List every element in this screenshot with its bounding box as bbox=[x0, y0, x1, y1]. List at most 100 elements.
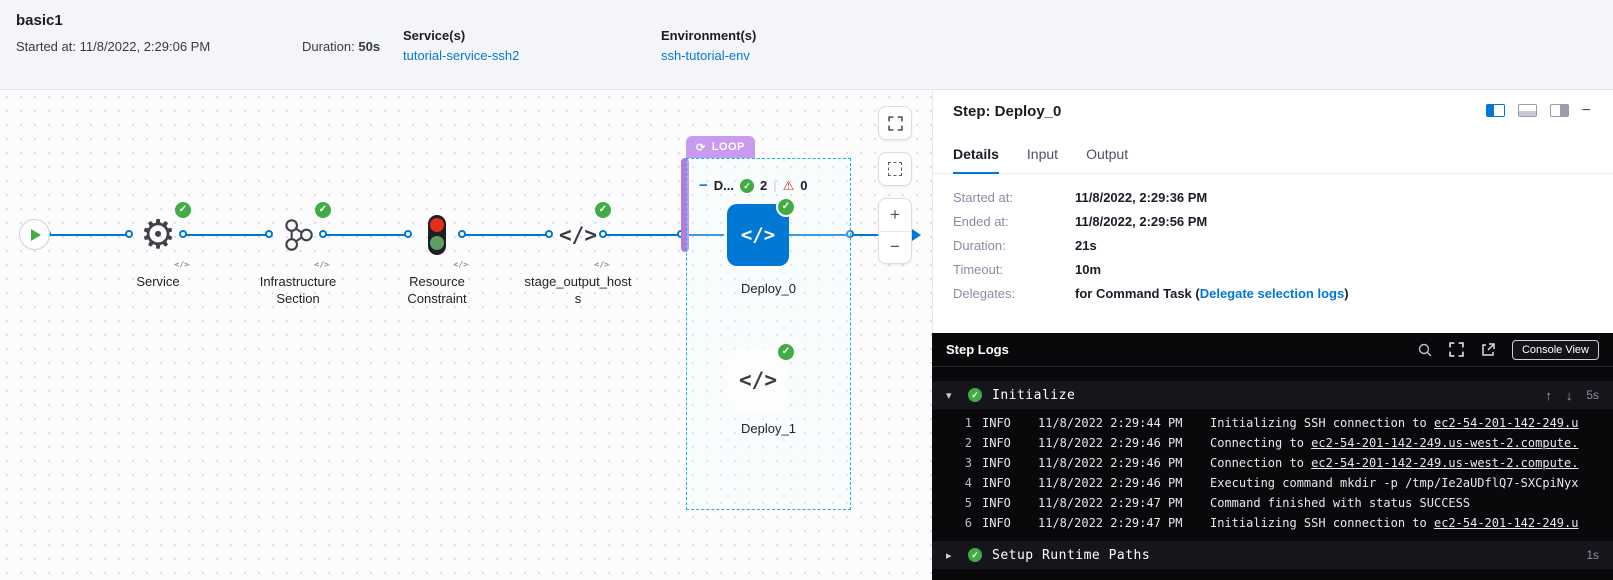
traffic-light-icon bbox=[428, 215, 446, 255]
service-link[interactable]: tutorial-service-ssh2 bbox=[403, 48, 520, 63]
scroll-down-icon[interactable]: ↓ bbox=[1565, 387, 1573, 403]
detail-label: Timeout: bbox=[953, 262, 1004, 277]
step-logs-console: Step Logs Console View ▾ ✓ bbox=[932, 333, 1613, 580]
log-host-link[interactable]: ec2-54-201-142-249.u bbox=[1433, 516, 1579, 530]
tab-output[interactable]: Output bbox=[1086, 145, 1129, 162]
step-type-mini-icon: </> bbox=[174, 260, 189, 269]
log-text: Command finished with status SUCCESS bbox=[1210, 496, 1471, 510]
node-label: Service bbox=[136, 274, 180, 289]
log-search-button[interactable] bbox=[1418, 343, 1432, 357]
loop-indicator-bar bbox=[681, 158, 689, 252]
detail-row: Delegates: for Command Task (Delegate se… bbox=[953, 286, 1593, 301]
loop-group[interactable]: − D... ✓ 2 | ⚠ 0 </> ✓ Deploy_0 </> ✓ De… bbox=[686, 158, 851, 510]
detail-value: 10m bbox=[1075, 262, 1102, 277]
section-name: Setup Runtime Paths bbox=[992, 547, 1151, 563]
services-label: Service(s) bbox=[403, 28, 466, 43]
log-timestamp: 11/8/2022 2:29:46 PM bbox=[1038, 476, 1183, 490]
duration: Duration: 50s bbox=[302, 39, 380, 54]
split-view-left-icon[interactable] bbox=[1485, 104, 1505, 117]
log-host-link[interactable]: ec2-54-201-142-249.us-west-2.compute. bbox=[1311, 436, 1579, 450]
edge-arrow-icon bbox=[912, 229, 921, 241]
detail-label: Duration: bbox=[953, 238, 1006, 253]
log-text: Connecting to bbox=[1210, 436, 1312, 450]
success-check-icon: ✓ bbox=[968, 548, 982, 562]
step-type-mini-icon: </> bbox=[314, 260, 329, 269]
code-icon: </> bbox=[739, 368, 777, 392]
started-at-label: Started at: bbox=[16, 39, 76, 54]
divider: | bbox=[773, 178, 777, 193]
log-line: 4 INFO 11/8/2022 2:29:46 PM Executing co… bbox=[932, 473, 1613, 493]
selection-box-icon bbox=[888, 162, 902, 176]
log-fullscreen-button[interactable] bbox=[1449, 342, 1464, 357]
detail-value: 11/8/2022, 2:29:36 PM bbox=[1075, 190, 1208, 205]
started-at: Started at: 11/8/2022, 2:29:06 PM bbox=[16, 39, 210, 54]
step-details-list: Started at: 11/8/2022, 2:29:36 PM Ended … bbox=[953, 190, 1593, 310]
node-infrastructure-section[interactable]: ✓ </> Infrastructure Section bbox=[243, 202, 353, 307]
log-message: Executing command mkdir -p /tmp/Ie2aUDfl… bbox=[1210, 473, 1613, 493]
search-icon bbox=[1418, 343, 1432, 356]
log-line-number: 3 bbox=[964, 456, 972, 470]
edge-line bbox=[461, 234, 548, 236]
log-line: 3 INFO 11/8/2022 2:29:46 PM Connection t… bbox=[932, 453, 1613, 473]
success-check-icon: ✓ bbox=[740, 178, 754, 193]
log-level: INFO bbox=[982, 416, 1011, 430]
canvas-fullscreen-button[interactable] bbox=[878, 106, 912, 140]
panel-view-controls: − bbox=[1485, 102, 1591, 119]
log-line: 2 INFO 11/8/2022 2:29:46 PM Connecting t… bbox=[932, 433, 1613, 453]
zoom-out-button[interactable]: − bbox=[890, 237, 900, 257]
execution-header: basic1 Started at: 11/8/2022, 2:29:06 PM… bbox=[0, 0, 1613, 90]
console-view-button[interactable]: Console View bbox=[1511, 339, 1599, 360]
canvas-select-button[interactable] bbox=[878, 152, 912, 186]
detail-value: for Command Task (Delegate selection log… bbox=[1075, 286, 1349, 301]
log-section-setup-runtime-paths[interactable]: ▸ ✓ Setup Runtime Paths 1s bbox=[932, 541, 1613, 569]
open-in-new-tab-button[interactable] bbox=[1481, 342, 1495, 357]
log-level: INFO bbox=[982, 496, 1011, 510]
node-resource-constraint[interactable]: </> Resource Constraint bbox=[382, 209, 492, 307]
log-section-initialize[interactable]: ▾ ✓ Initialize ↑ ↓ 5s bbox=[932, 381, 1613, 409]
node-deploy-1[interactable]: </> ✓ bbox=[727, 342, 796, 411]
split-view-bottom-icon[interactable] bbox=[1517, 104, 1537, 117]
environment-link[interactable]: ssh-tutorial-env bbox=[661, 48, 750, 63]
node-stage-output-hosts[interactable]: </> ✓ </> stage_output_hosts bbox=[523, 202, 633, 307]
minimize-panel-button[interactable]: − bbox=[1581, 102, 1591, 119]
pipeline-canvas[interactable]: ⚙ ✓ </> Service ✓ </> Infrastructure Sec… bbox=[0, 90, 932, 580]
split-view-right-icon[interactable] bbox=[1549, 104, 1569, 117]
log-host-link[interactable]: ec2-54-201-142-249.u bbox=[1433, 416, 1579, 430]
section-duration: 1s bbox=[1586, 548, 1599, 562]
loop-badge[interactable]: ⟳ LOOP bbox=[686, 136, 755, 158]
pipeline-name: basic1 bbox=[16, 12, 63, 29]
delegate-selection-logs-link[interactable]: Delegate selection logs bbox=[1199, 286, 1345, 301]
log-timestamp: 11/8/2022 2:29:46 PM bbox=[1038, 456, 1183, 470]
step-type-mini-icon: </> bbox=[594, 260, 609, 269]
node-deploy-0[interactable]: </> ✓ bbox=[727, 197, 796, 266]
fail-count: 0 bbox=[800, 178, 808, 193]
node-service[interactable]: ⚙ ✓ </> Service bbox=[103, 202, 213, 290]
log-host-link[interactable]: ec2-54-201-142-249.us-west-2.compute. bbox=[1311, 456, 1579, 470]
pipeline-start-node[interactable] bbox=[19, 219, 50, 250]
chevron-right-icon: ▸ bbox=[946, 549, 952, 562]
connector-dot bbox=[125, 230, 133, 238]
edge-line bbox=[322, 234, 407, 236]
collapse-group-button[interactable]: − bbox=[699, 177, 708, 194]
console-title: Step Logs bbox=[946, 342, 1009, 357]
scroll-up-icon[interactable]: ↑ bbox=[1545, 387, 1552, 403]
section-duration: 5s bbox=[1586, 388, 1599, 402]
tab-details[interactable]: Details bbox=[953, 134, 999, 174]
step-details-panel: Step: Deploy_0 − Details Input Output St… bbox=[932, 90, 1613, 333]
detail-label: Delegates: bbox=[953, 286, 1016, 301]
connector-dot bbox=[404, 230, 412, 238]
step-tabs: Details Input Output bbox=[933, 134, 1613, 174]
edge-line bbox=[182, 234, 268, 236]
duration-label: Duration: bbox=[302, 39, 355, 54]
detail-label: Ended at: bbox=[953, 214, 1009, 229]
gear-icon: ⚙ bbox=[140, 212, 176, 258]
delegates-suffix: ) bbox=[1344, 286, 1349, 301]
success-count: 2 bbox=[760, 178, 768, 193]
log-text: Initializing SSH connection to bbox=[1210, 416, 1434, 430]
tab-input[interactable]: Input bbox=[1026, 145, 1059, 162]
log-text: Initializing SSH connection to bbox=[1210, 516, 1434, 530]
log-level: INFO bbox=[982, 436, 1011, 450]
zoom-in-button[interactable]: + bbox=[890, 204, 900, 224]
infrastructure-icon bbox=[285, 219, 313, 251]
detail-label: Started at: bbox=[953, 190, 1013, 205]
